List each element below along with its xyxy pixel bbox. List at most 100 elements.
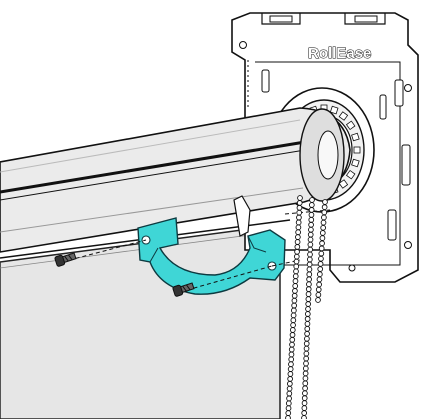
chain-bead-icon <box>286 390 293 397</box>
chain-bead-icon <box>304 311 311 317</box>
chain-bead-icon <box>289 336 296 343</box>
chain-bead-icon <box>290 317 297 324</box>
roller-tube <box>0 107 351 253</box>
chain-bead-icon <box>308 212 315 218</box>
chain-bead-icon <box>287 376 293 382</box>
chain-bead-icon <box>285 405 292 412</box>
chain-bead-icon <box>306 276 312 283</box>
chain-bead-icon <box>296 200 303 206</box>
chain-bead-icon <box>306 256 313 263</box>
chain-bead-icon <box>307 236 314 243</box>
chain-bead-icon <box>307 241 314 248</box>
chain-bead-icon <box>291 292 298 299</box>
chain-bead-icon <box>296 214 302 221</box>
chain-bead-icon <box>286 385 293 392</box>
chain-bead-icon <box>294 239 301 245</box>
chain-bead-icon <box>315 291 322 298</box>
screw-icon <box>172 282 195 297</box>
chain-bead-icon <box>322 199 328 205</box>
chain-bead-icon <box>309 197 315 203</box>
chain-bead-icon <box>291 307 297 314</box>
chain-bead-icon <box>295 229 301 236</box>
chain-bead-icon <box>296 204 303 211</box>
gear-tooth <box>338 179 349 189</box>
chain-bead-icon <box>285 415 291 419</box>
chain-bead-icon <box>303 355 310 362</box>
chain-bead-icon <box>306 261 313 268</box>
gear-tooth <box>345 169 356 180</box>
chain-bead-icon <box>289 332 296 338</box>
chain-bead-icon <box>308 202 315 208</box>
chain-bead-icon <box>287 380 293 387</box>
chain-bead-icon <box>288 361 294 368</box>
chain-bead-icon <box>304 321 311 327</box>
bead-chain <box>285 195 328 419</box>
chain-bead-icon <box>294 244 301 250</box>
chain-bead-icon <box>303 360 309 367</box>
gear-tooth <box>351 132 360 142</box>
chain-bead-icon <box>292 278 299 284</box>
chain-bead-icon <box>288 346 295 353</box>
chain-bead-icon <box>315 297 321 303</box>
chain-bead-icon <box>305 286 312 293</box>
chain-bead-icon <box>289 341 295 348</box>
chain-bead-icon <box>295 234 301 240</box>
chain-bead-icon <box>320 219 327 226</box>
chain-bead-icon <box>320 224 327 231</box>
chain-bead-icon <box>303 345 310 352</box>
chain-bead-icon <box>288 351 295 358</box>
chain-bead-icon <box>293 268 299 275</box>
chain-bead-icon <box>307 246 314 253</box>
chain-bead-icon <box>305 296 312 302</box>
chain-bead-icon <box>302 380 309 387</box>
chain-bead-icon <box>285 410 292 416</box>
chain-bead-icon <box>304 325 311 332</box>
chain-bead-icon <box>306 266 313 273</box>
chain-bead-icon <box>315 286 322 293</box>
chain-bead-icon <box>297 195 303 201</box>
chain-bead-icon <box>318 255 324 262</box>
chain-bead-icon <box>321 209 328 216</box>
chain-bead-icon <box>307 251 313 258</box>
chain-bead-icon <box>294 248 300 255</box>
chain-bead-icon <box>318 250 325 257</box>
chain-bead-icon <box>304 330 310 337</box>
brand-label: RollEase <box>308 45 371 62</box>
chain-bead-icon <box>303 340 310 347</box>
gear-tooth <box>345 120 356 131</box>
chain-bead-icon <box>319 240 325 247</box>
gear-tooth <box>338 111 349 121</box>
chain-bead-icon <box>290 322 296 328</box>
chain-bead-icon <box>308 221 314 228</box>
chain-bead-icon <box>295 219 302 226</box>
chain-bead-icon <box>291 297 298 304</box>
chain-bead-icon <box>308 226 314 233</box>
chain-bead-icon <box>287 366 294 372</box>
chain-bead-icon <box>292 283 299 289</box>
chain-bead-icon <box>305 291 312 297</box>
alignment-line-right <box>179 265 273 293</box>
chain-bead-icon <box>316 281 322 288</box>
chain-bead-icon <box>319 235 326 241</box>
chain-bead-icon <box>293 253 300 260</box>
chain-bead-icon <box>317 261 324 267</box>
gear-tooth <box>353 146 361 154</box>
chain-bead-icon <box>286 395 292 402</box>
chain-bead-icon <box>319 230 326 236</box>
chain-bead-icon <box>302 385 308 392</box>
chain-bead-icon <box>301 395 308 402</box>
chain-bead-icon <box>301 405 308 411</box>
chain-bead-icon <box>306 271 313 278</box>
chain-bead-icon <box>321 204 328 211</box>
chain-bead-icon <box>306 281 312 288</box>
chain-bead-icon <box>302 370 309 377</box>
chain-bead-icon <box>295 224 302 231</box>
chain-bead-icon <box>287 371 294 377</box>
chain-bead-icon <box>303 350 310 357</box>
chain-bead-icon <box>293 263 300 270</box>
screw-icon <box>54 252 77 267</box>
gear-tooth <box>351 158 360 168</box>
chain-bead-icon <box>304 335 310 342</box>
